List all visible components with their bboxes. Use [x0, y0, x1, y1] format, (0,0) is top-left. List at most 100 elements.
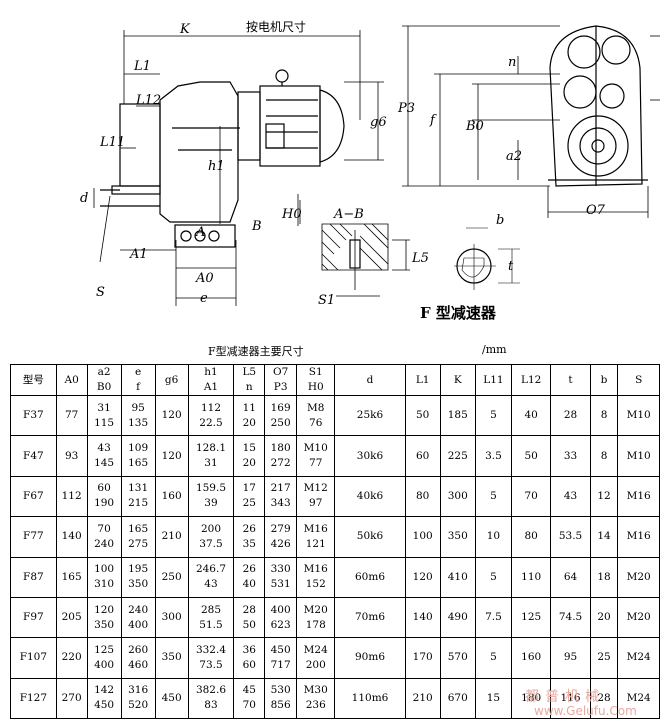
cell-value: 272 [270, 457, 291, 470]
cell-value: 670 [447, 691, 468, 704]
table-cell: F97 [10, 596, 57, 639]
header-label: 型号 [22, 373, 44, 386]
cell-value: 60m6 [355, 570, 385, 583]
label-S1: S1 [318, 293, 335, 308]
end-dimensions [402, 25, 660, 218]
label-e: e [200, 291, 208, 306]
cell-value: 332.4 [195, 643, 226, 656]
side-view [100, 69, 345, 248]
cell-value: 275 [128, 537, 149, 550]
cell-value: 83 [204, 699, 218, 712]
cell-value: 520 [128, 699, 149, 712]
table-cell: 110 [510, 556, 552, 598]
cell-value: 246.7 [195, 563, 226, 576]
cell-value: 120 [161, 409, 182, 422]
cell-value: 70 [524, 489, 538, 502]
label-h1: h1 [208, 159, 225, 174]
table-cell: 5 [474, 556, 513, 598]
table-cell: 5 [474, 475, 513, 518]
column-header: L1 [404, 364, 441, 396]
cell-value: 26 [242, 563, 256, 576]
label-A0: A0 [195, 271, 214, 286]
header-label: A0 [64, 373, 79, 386]
table-cell: 112 [55, 475, 88, 518]
label-H0: H0 [281, 207, 302, 222]
cell-value: 128.1 [195, 442, 226, 455]
cell-value: 11 [242, 401, 256, 414]
table-cell: 64 [550, 556, 591, 598]
table-cell: 40 [510, 394, 552, 437]
cell-value: 530 [270, 684, 291, 697]
cell-value: 316 [128, 684, 149, 697]
cell-value: 74.5 [558, 611, 583, 624]
cell-value: 40 [524, 409, 538, 422]
cell-value: 5 [490, 651, 497, 664]
table-cell: F37 [10, 394, 57, 437]
cell-value: 140 [412, 611, 433, 624]
cell-value: M16 [303, 563, 328, 576]
header-label: n [245, 381, 253, 393]
cell-value: 165 [128, 457, 149, 470]
table-cell: 77 [55, 394, 88, 437]
table-cell: 350 [154, 637, 189, 679]
cell-value: 125 [521, 611, 542, 624]
cell-value: 160 [521, 651, 542, 664]
table-cell: 210 [404, 677, 441, 720]
cell-value: 80 [524, 530, 538, 543]
cell-value: 490 [447, 611, 468, 624]
cell-value: 121 [305, 537, 326, 550]
cell-value: 95 [563, 651, 578, 664]
cell-value: 426 [270, 537, 291, 550]
cell-value: 25k6 [356, 409, 384, 422]
cell-value: 14 [597, 530, 611, 543]
cell-value: 5 [490, 570, 497, 583]
label-K: K [179, 22, 191, 37]
cell-value: 36 [242, 643, 256, 656]
table-cell: 40k6 [334, 475, 406, 518]
cell-value: 120 [161, 449, 182, 462]
cell-value: 7.5 [485, 611, 502, 624]
cell-value: 250 [161, 570, 182, 583]
column-header: A0 [55, 364, 88, 396]
cell-value: 350 [447, 530, 468, 543]
header-label: h1 [204, 366, 218, 378]
cell-value: 25 [597, 651, 611, 664]
cell-value: 159.5 [195, 482, 226, 495]
cell-value: 125 [94, 643, 115, 656]
cell-value: 110 [521, 570, 542, 583]
table-cell: M24 [617, 677, 660, 720]
cell-value: 185 [447, 409, 468, 422]
cell-value: 120 [412, 570, 433, 583]
cell-value: 382.6 [195, 684, 226, 697]
table-cell: 570 [439, 637, 476, 679]
label-g6: g6 [370, 115, 387, 130]
label-A: A [195, 225, 205, 240]
label-f: f [429, 113, 437, 128]
cell-value: 40 [242, 578, 256, 591]
label-t: t [508, 259, 514, 274]
gearbox-drawing: K 按电机尺寸 L1 L12 L11 d S A1 A A0 e h1 B H0… [80, 20, 660, 322]
cell-value: 460 [128, 658, 149, 671]
table-cell: 20 [589, 596, 619, 639]
table-cell: 670 [439, 677, 476, 720]
table-cell: 3.5 [474, 435, 513, 477]
table-cell: 125 [510, 596, 552, 639]
cell-value: 400 [270, 603, 291, 616]
